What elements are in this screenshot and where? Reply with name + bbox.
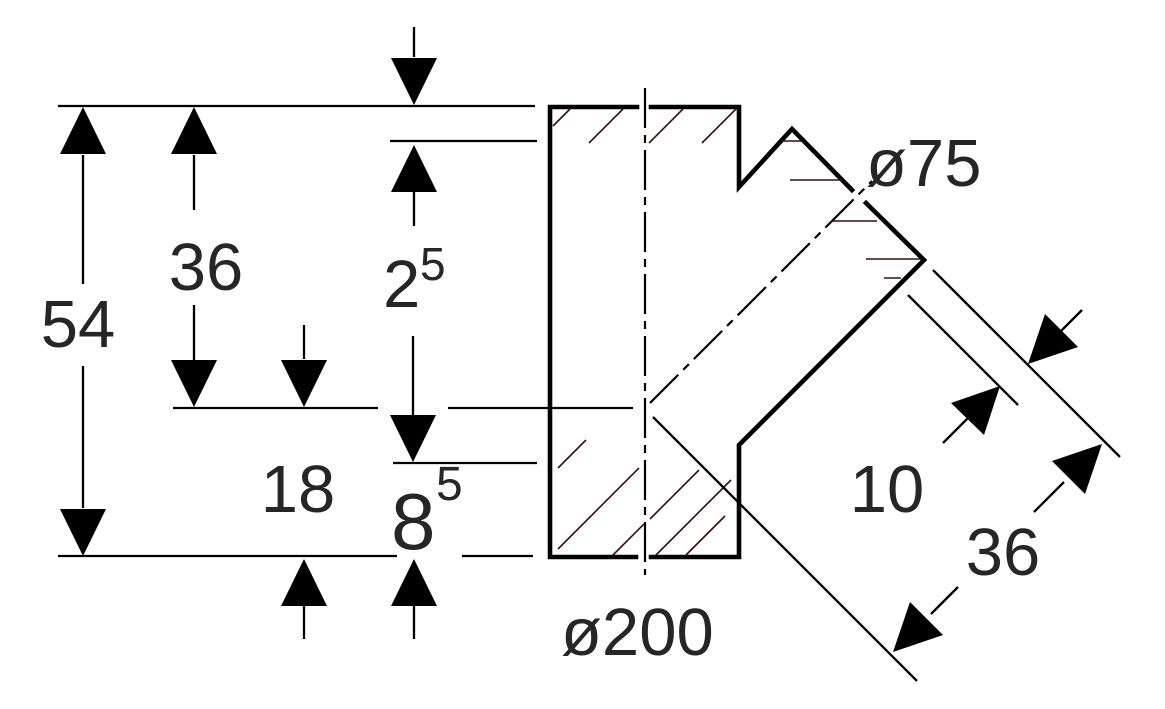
dim-36-left-label: 36: [169, 230, 244, 305]
extension-lines: [58, 104, 1121, 682]
arrow-36-diag-upper: [1052, 444, 1102, 494]
arrow-54-bottom: [60, 509, 106, 556]
dim-8-5-superscript: 5: [436, 458, 463, 511]
arrow-10-upper: [1028, 314, 1078, 364]
branch-centerline: [649, 180, 873, 404]
hatching: [552, 107, 920, 557]
arrow-36-left-bottom: [171, 360, 217, 407]
dim-10-stems: [942, 309, 1083, 444]
arrow-2-5-top: [391, 58, 437, 105]
dimension-labels: 54 36 18 2 5 8 5 ø200 ø75 10 36: [41, 126, 1041, 670]
diameter-75-label: ø75: [866, 126, 981, 201]
centerlines: [643, 88, 873, 575]
arrow-2-5-bottom: [391, 145, 437, 192]
hatch-top-band: [552, 107, 737, 144]
arrow-18-top: [281, 360, 327, 407]
dim-36-diag-stems: [930, 481, 1065, 615]
dim-8-5-stems: [411, 336, 416, 639]
arrow-54-top: [60, 107, 106, 154]
arrowheads: [60, 58, 1102, 652]
ext-line-branch-end: [932, 269, 1121, 458]
dim-36-diag-label: 36: [966, 515, 1041, 590]
ext-line-socket: [907, 294, 1019, 406]
dimension-stems: [81, 27, 1083, 639]
arrow-36-diag-lower: [893, 602, 943, 652]
dim-8-5-label: 8: [391, 477, 436, 566]
dim-54-label: 54: [41, 287, 116, 362]
dim-2-5-superscript: 5: [420, 238, 446, 290]
dim-10-label: 10: [850, 452, 925, 527]
diameter-200-label: ø200: [561, 595, 714, 670]
body-outline: [547, 104, 928, 560]
arrow-8-5-bottom: [391, 559, 437, 606]
hatch-branch-wall: [781, 140, 920, 279]
dim-2-5-label: 2: [383, 247, 420, 322]
branch-outline: [648, 199, 928, 560]
arrow-8-5-top: [390, 415, 436, 462]
arrow-36-left-top: [171, 107, 217, 154]
body-outline-left: [547, 104, 640, 560]
arrow-18-bottom: [281, 559, 327, 606]
body-outline-right: [648, 104, 856, 194]
ext-line-branch-axis: [652, 416, 918, 682]
hatch-bottom-band: [557, 439, 732, 557]
dim-18-label: 18: [261, 452, 336, 527]
arrow-10-lower: [951, 386, 1000, 435]
